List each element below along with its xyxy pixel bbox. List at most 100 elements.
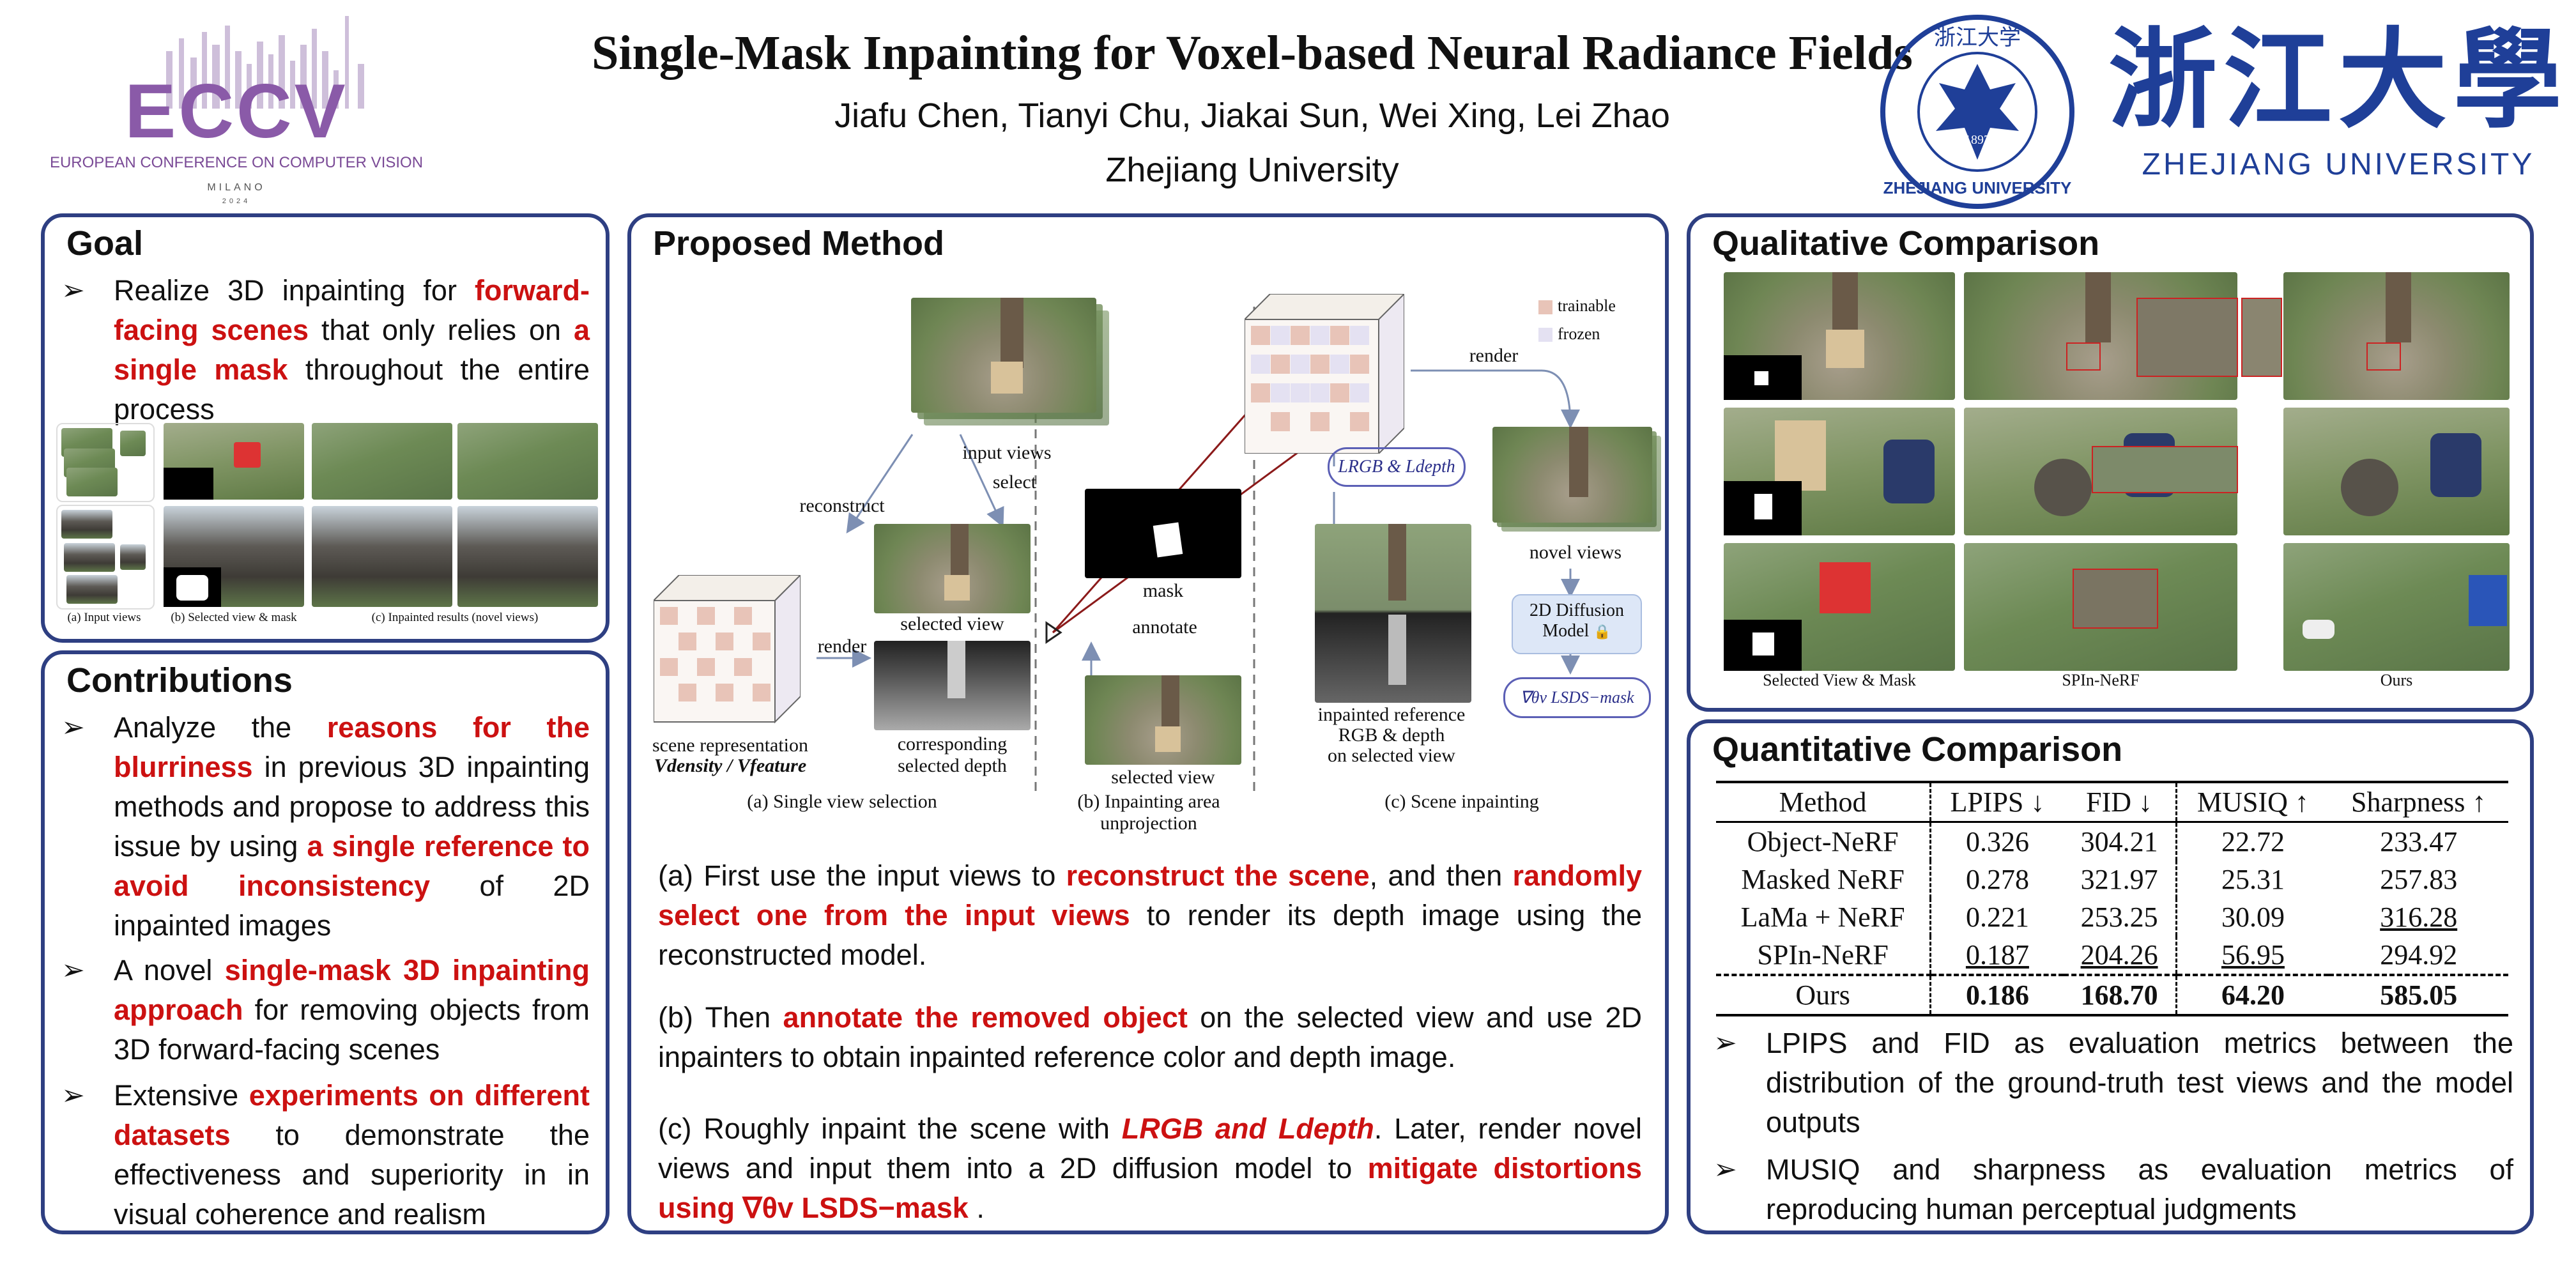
inpainted-reference-image [1315,524,1471,703]
col-musiq: MUSIQ ↑ [2175,781,2329,823]
method-text: to render its depth image using the reco… [658,899,1642,971]
label-render-a: render [817,636,867,657]
table-cell: 64.20 [2175,974,2329,1016]
selected-depth-image [874,641,1031,730]
contrib-text: A novel [114,954,225,986]
qual-r1-zoom [2241,298,2282,377]
table-row: SPIn-NeRF 0.187 204.26 56.95 294.92 [1716,936,2508,975]
eccv-full-name: EUROPEAN CONFERENCE ON COMPUTER VISION [50,154,423,171]
table-cell: 321.97 [2080,864,2158,895]
arrow-bullet-icon: ➢ [1713,1154,1737,1185]
goal-text: throughout the entire process [114,353,590,425]
method-highlight: LRGB and Ldepth [1121,1112,1374,1145]
caption-a-single-view-selection: (a) Single view selection [747,791,937,812]
eccv-year: 2024 [222,197,250,205]
caption-input-views: (a) Input views [67,611,141,624]
method-text: on the selected view and use 2D inpainte… [658,1001,1642,1073]
method-highlight: annotate the removed object [783,1001,1188,1034]
table-cell: 0.186 [1929,974,2064,1016]
goal-text: Realize 3D inpainting for [114,274,475,307]
label-selected-view-a: selected view [900,613,1004,634]
qual-r3-ours [2283,543,2510,671]
method-diagram: input views reconstruct select render sc… [631,275,1666,834]
label-selected-view-b: selected view [1111,767,1215,788]
table-cell: 0.278 [1929,861,2064,898]
legend-frozen-swatch [1538,328,1552,342]
caption-selected-view: (b) Selected view & mask [171,611,297,624]
table-cell: 585.05 [2329,974,2508,1016]
contrib-text: in previous 3D inpainting methods and pr… [114,751,590,862]
contrib-text: to demonstrate the effectiveness and sup… [114,1119,590,1230]
label-novel-views: novel views [1529,542,1622,563]
result-view-3 [312,506,452,607]
table-cell: 168.70 [2063,974,2176,1016]
selected-view-image-a [874,524,1031,613]
table-cell: Ours [1716,974,1931,1016]
eccv-acronym: ECCV [125,68,348,154]
label-input-views: input views [962,442,1052,463]
contrib-highlight: experiments on different datasets [114,1079,590,1151]
label-inpainted-ref-3: on selected view [1328,745,1455,766]
zju-seal-text: ZHEJIANG UNIVERSITY [1883,178,2072,197]
table-cell: 257.83 [2380,864,2458,895]
arrow-bullet-icon: ➢ [61,954,85,986]
label-legend-trainable: trainable [1558,296,1616,315]
col-method: Method [1716,781,1931,823]
caption-inpainted-results: (c) Inpainted results (novel views) [371,611,539,624]
label-annotate: annotate [1132,617,1197,638]
affiliation: Zhejiang University [1105,151,1399,189]
zju-wordmark: 浙江大學 ZHEJIANG UNIVERSITY [2108,19,2568,198]
quantitative-panel: Quantitative Comparison Method LPIPS ↓ F… [1687,719,2534,1234]
contributions-heading: Contributions [66,661,293,700]
contribution-bullet-2: ➢ A novel single-mask 3D inpainting appr… [61,951,590,1070]
col-fid: FID ↓ [2063,781,2176,823]
goal-panel: Goal ➢ Realize 3D inpainting for forward… [41,213,610,643]
zju-seal-year: 1897 [1965,133,1990,147]
input-views-stack [911,298,1116,445]
quant-bullet-1: ➢ LPIPS and FID as evaluation metrics be… [1713,1023,2513,1142]
mask-image [1085,489,1241,578]
caption-b-inpainting-unprojection: (b) Inpainting area unprojection [1077,791,1220,834]
result-view-1 [312,423,452,500]
table-cell: 0.221 [1929,898,2064,936]
contrib-text: for removing objects from 3D forward-fac… [114,993,590,1066]
goal-highlight: a single mask [114,314,590,386]
quantitative-heading: Quantitative Comparison [1712,730,2123,769]
poster-title: Single-Mask Inpainting for Voxel-based N… [592,26,1913,80]
voxel-cube-a [652,573,802,728]
lock-icon: 🔒 [1593,624,1611,640]
table-header-row: Method LPIPS ↓ FID ↓ MUSIQ ↑ Sharpness ↑ [1716,781,2508,823]
method-highlight: reconstruct the scene [1066,859,1370,892]
method-text: . Later, render novel views and input th… [658,1112,1642,1184]
contribution-bullet-3: ➢ Extensive experiments on different dat… [61,1076,590,1234]
zju-seal-logo: 1897 浙江大学 ZHEJIANG UNIVERSITY [1878,13,2076,211]
table-row: Masked NeRF 0.278 321.97 25.31 257.83 [1716,861,2508,898]
goal-bullet: ➢ Realize 3D inpainting for forward-faci… [61,271,590,429]
contrib-text: of 2D inpainted images [114,870,590,942]
table-cell: 233.47 [2380,826,2458,857]
diffusion-model-text: Model [1542,621,1590,641]
label-inpainted-ref-2: RGB & depth [1338,724,1445,746]
label-diffusion-2: Model 🔒 [1513,621,1641,641]
label-diffusion-1: 2D Diffusion [1529,601,1625,620]
table-cell: Masked NeRF [1741,864,1905,895]
table-cell: 25.31 [2175,861,2329,898]
contributions-panel: Contributions ➢ Analyze the reasons for … [41,650,610,1234]
label-inpainted-ref-1: inpainted reference [1317,704,1466,725]
label-legend-frozen: frozen [1558,325,1600,343]
sds-loss-oval: ∇θv LSDS−mask [1503,677,1651,718]
label-mask: mask [1142,580,1184,601]
method-highlight: mitigate distortions using ∇θv LSDS−mask [658,1152,1642,1224]
table-cell: 0.187 [1929,936,2064,975]
zju-seal-chinese: 浙江大学 [1934,25,2021,50]
result-view-2 [457,423,598,500]
input-views-stack-1 [56,423,155,502]
loss-rgb-depth-oval: LRGB & Ldepth [1328,447,1466,487]
method-text: (a) First use the input views to [658,859,1066,892]
table-cell: 304.21 [2080,826,2158,857]
caption-c-scene-inpainting: (c) Scene inpainting [1384,791,1539,812]
table-cell: LaMa + NeRF [1740,901,1905,933]
method-heading: Proposed Method [653,224,944,263]
arrow-bullet-icon: ➢ [61,712,85,743]
contrib-highlight: single-mask 3D inpainting approach [114,954,590,1026]
